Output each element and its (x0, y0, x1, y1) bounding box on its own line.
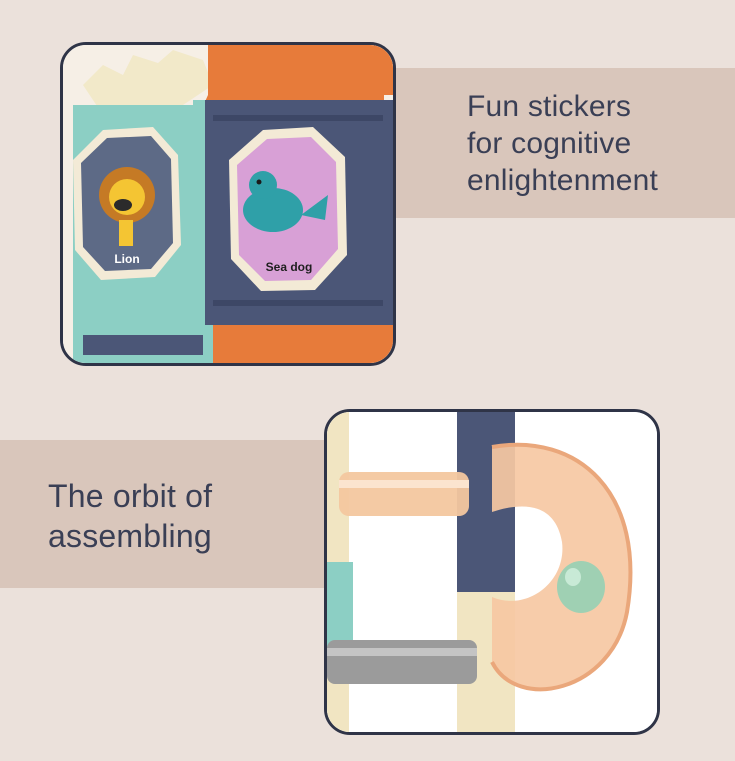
feature-caption-orbit: The orbit of assembling (48, 478, 213, 554)
sticker-label-lion: Lion (114, 252, 139, 266)
sticker-label-sea-dog: Sea dog (266, 260, 313, 274)
lion-sticker: Lion (73, 127, 181, 280)
feature-caption-stickers: Fun stickers for cognitive enlightenment (467, 90, 659, 197)
caption-band-bottom (0, 440, 340, 588)
caption-band-top (380, 68, 735, 218)
sea-dog-sticker: Sea dog (229, 127, 347, 291)
sticker-cube-photo: Lion Sea dog (60, 42, 396, 366)
marble-track-photo (324, 409, 660, 735)
